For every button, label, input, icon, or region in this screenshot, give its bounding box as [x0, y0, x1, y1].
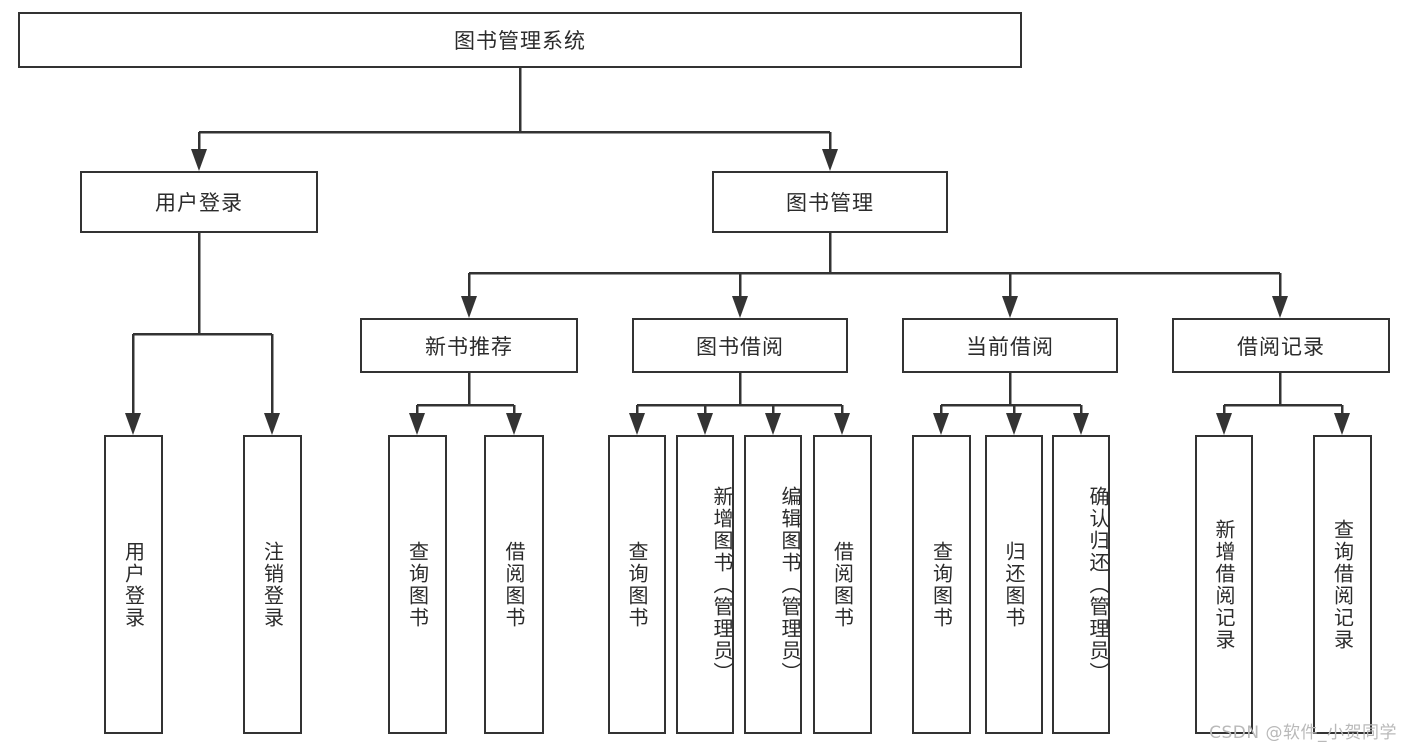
leaf-node[interactable]: 注销登录 — [243, 435, 302, 734]
node-label: 新增借阅记录 — [1212, 518, 1236, 651]
node-label: 新书推荐 — [425, 334, 513, 359]
node-label: 用户登录 — [121, 540, 146, 629]
leaf-node[interactable]: 借阅图书 — [484, 435, 544, 734]
node-label: 新增图书（管理员） — [710, 485, 734, 684]
leaf-node[interactable]: 查询图书 — [912, 435, 971, 734]
node-book-borrowing[interactable]: 图书借阅 — [632, 318, 848, 373]
node-label: 查询图书 — [625, 540, 649, 629]
leaf-node[interactable]: 编辑图书（管理员） — [744, 435, 802, 734]
leaf-node[interactable]: 借阅图书 — [813, 435, 872, 734]
node-label: 借阅图书 — [502, 540, 526, 629]
node-label: 借阅图书 — [830, 540, 855, 629]
node-label: 图书借阅 — [696, 334, 784, 359]
leaf-node[interactable]: 查询借阅记录 — [1313, 435, 1372, 734]
node-label: 用户登录 — [155, 191, 243, 215]
node-borrowing-record[interactable]: 借阅记录 — [1172, 318, 1390, 373]
node-label: 编辑图书（管理员） — [778, 485, 802, 684]
node-current-borrowing[interactable]: 当前借阅 — [902, 318, 1118, 373]
node-label: 确认归还（管理员） — [1086, 485, 1110, 684]
leaf-node[interactable]: 新增借阅记录 — [1195, 435, 1253, 734]
node-label: 借阅记录 — [1237, 334, 1325, 359]
leaf-node[interactable]: 用户登录 — [104, 435, 163, 734]
node-label: 当前借阅 — [966, 334, 1054, 359]
node-label: 查询图书 — [405, 540, 430, 629]
node-label: 查询借阅记录 — [1330, 518, 1355, 651]
node-user-login[interactable]: 用户登录 — [80, 171, 318, 233]
leaf-node[interactable]: 查询图书 — [388, 435, 447, 734]
node-label: 图书管理 — [786, 191, 874, 215]
node-label: 归还图书 — [1002, 540, 1026, 629]
leaf-node[interactable]: 确认归还（管理员） — [1052, 435, 1110, 734]
leaf-node[interactable]: 新增图书（管理员） — [676, 435, 734, 734]
node-label: 注销登录 — [260, 540, 285, 629]
leaf-node[interactable]: 查询图书 — [608, 435, 666, 734]
node-label: 图书管理系统 — [454, 29, 586, 53]
node-book-management[interactable]: 图书管理 — [712, 171, 948, 233]
node-label: 查询图书 — [929, 540, 954, 629]
node-new-book-recommendation[interactable]: 新书推荐 — [360, 318, 578, 373]
node-book-management-system[interactable]: 图书管理系统 — [18, 12, 1022, 68]
leaf-node[interactable]: 归还图书 — [985, 435, 1043, 734]
